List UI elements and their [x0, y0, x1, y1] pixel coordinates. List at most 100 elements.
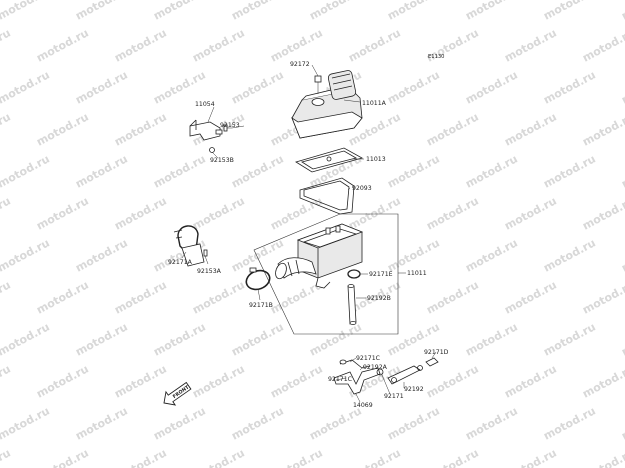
label-92172[interactable]: 92172	[290, 61, 310, 68]
label-92171C-top[interactable]: 92171C	[356, 355, 380, 362]
watermark-text: motod.ru	[463, 152, 520, 190]
watermark-text: motod.ru	[463, 236, 520, 274]
watermark-text: motod.ru	[0, 278, 13, 316]
label-92153B[interactable]: 92153B	[210, 157, 234, 164]
bracket-clamp-92171A[interactable]	[173, 225, 205, 267]
watermark-text: motod.ru	[307, 0, 364, 23]
watermark-text: motod.ru	[346, 26, 403, 64]
watermark-text: motod.ru	[385, 404, 442, 442]
watermark-text: motod.ru	[0, 236, 52, 274]
watermark-text: motod.ru	[0, 26, 13, 64]
watermark-text: motod.ru	[541, 236, 598, 274]
label-92171A[interactable]: 92171A	[168, 259, 193, 266]
watermark-text: motod.ru	[0, 362, 13, 400]
watermark-text: motod.ru	[34, 110, 91, 148]
label-92153A[interactable]: 92153A	[197, 268, 222, 275]
watermark-text: motod.ru	[346, 446, 403, 468]
watermark-text: motod.ru	[229, 0, 286, 23]
watermark-text: motod.ru	[502, 446, 559, 468]
air-cleaner-cover[interactable]	[291, 70, 363, 139]
leader-lines	[181, 64, 437, 403]
watermark-text: motod.ru	[73, 320, 130, 358]
watermark-text: motod.ru	[0, 194, 13, 232]
label-14069[interactable]: 14069	[353, 402, 373, 409]
watermark-text: motod.ru	[34, 278, 91, 316]
watermark-text: motod.ru	[190, 26, 247, 64]
watermark-text: motod.ru	[34, 362, 91, 400]
bolt-92153[interactable]	[223, 124, 232, 132]
watermark-text: motod.ru	[112, 26, 169, 64]
watermark-text: motod.ru	[346, 194, 403, 232]
bolt-92153A[interactable]	[203, 249, 208, 257]
watermark-text: motod.ru	[424, 110, 481, 148]
watermark-text: motod.ru	[229, 68, 286, 106]
watermark-text: motod.ru	[112, 194, 169, 232]
watermark-text: motod.ru	[190, 194, 247, 232]
air-filter-element[interactable]	[295, 147, 364, 173]
watermark-text: motod.ru	[112, 446, 169, 468]
seal-92093[interactable]	[299, 177, 355, 215]
watermark-text: motod.ru	[0, 320, 52, 358]
watermark-text: motod.ru	[385, 0, 442, 23]
watermark-text: motod.ru	[34, 26, 91, 64]
watermark-text: motod.ru	[424, 278, 481, 316]
watermark-text: motod.ru	[268, 362, 325, 400]
watermark-text: motod.ru	[619, 320, 625, 358]
watermark-text: motod.ru	[190, 446, 247, 468]
label-11011A[interactable]: 11011A	[362, 100, 387, 107]
label-11011[interactable]: 11011	[407, 270, 427, 277]
watermark-text: motod.ru	[73, 404, 130, 442]
watermark-text: motod.ru	[580, 110, 625, 148]
watermark-text: motod.ru	[619, 236, 625, 274]
watermark-text: motod.ru	[463, 320, 520, 358]
watermark-text: motod.ru	[151, 404, 208, 442]
intake-duct[interactable]	[274, 257, 317, 281]
watermark-text: motod.ru	[502, 362, 559, 400]
watermark-text: motod.ru	[385, 152, 442, 190]
watermark-text: motod.ru	[268, 446, 325, 468]
breather-assembly[interactable]	[333, 357, 439, 395]
watermark-text: motod.ru	[0, 152, 52, 190]
label-92171[interactable]: 92171	[384, 393, 404, 400]
watermark-text: motod.ru	[463, 0, 520, 23]
watermark-text: motod.ru	[268, 194, 325, 232]
diagram-ref: E1130	[428, 54, 444, 60]
watermark-text: motod.ru	[307, 320, 364, 358]
watermark-text: motod.ru	[424, 194, 481, 232]
front-arrow: FRONT	[163, 381, 192, 406]
label-92093[interactable]: 92093	[352, 185, 372, 192]
watermark-text: motod.ru	[463, 68, 520, 106]
label-11054[interactable]: 11054	[195, 101, 215, 108]
watermark-text: motod.ru	[0, 110, 13, 148]
drain-hose-92192B[interactable]	[347, 284, 357, 325]
label-92171C-left[interactable]: 92171C	[328, 376, 352, 383]
label-92192A[interactable]: 92192A	[363, 364, 388, 371]
air-cleaner-case[interactable]	[296, 223, 364, 289]
watermark-text: motod.ru	[112, 110, 169, 148]
label-92153[interactable]: 92153	[220, 122, 240, 129]
clamp-92171E[interactable]	[347, 269, 361, 279]
label-92192B[interactable]: 92192B	[367, 295, 391, 302]
label-92192[interactable]: 92192	[404, 386, 424, 393]
watermark-text: motod.ru	[151, 152, 208, 190]
label-92171E[interactable]: 92171E	[369, 271, 393, 278]
watermark-text: motod.ru	[112, 362, 169, 400]
watermark-text: motod.ru	[502, 194, 559, 232]
label-92171B[interactable]: 92171B	[249, 302, 273, 309]
watermark-text: motod.ru	[229, 320, 286, 358]
bracket-11054[interactable]	[189, 119, 223, 153]
watermark-text: motod.ru	[619, 404, 625, 442]
clamp-92171B[interactable]	[244, 267, 273, 292]
watermark-text: motod.ru	[619, 68, 625, 106]
watermark-text: motod.ru	[463, 404, 520, 442]
watermark-text: motod.ru	[541, 404, 598, 442]
watermark-text: motod.ru	[112, 278, 169, 316]
watermark-text: motod.ru	[151, 0, 208, 23]
watermark-text: motod.ru	[541, 68, 598, 106]
label-11013[interactable]: 11013	[366, 156, 386, 163]
watermark-text: motod.ru	[580, 26, 625, 64]
label-92171D[interactable]: 92171D	[424, 349, 449, 356]
watermark-text: motod.ru	[229, 404, 286, 442]
